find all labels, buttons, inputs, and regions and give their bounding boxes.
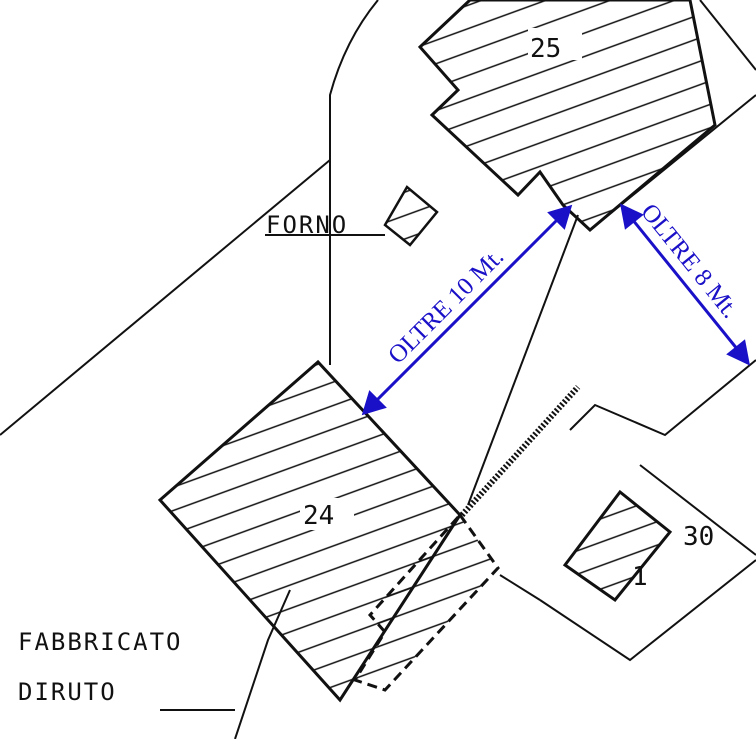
forno-building [383, 185, 439, 247]
boundary-line [0, 159, 331, 436]
wall [459, 384, 581, 518]
building-30 [562, 489, 673, 603]
arrowhead [361, 390, 387, 416]
boundary-line [569, 359, 756, 437]
arrowhead [619, 203, 644, 230]
dimension-label-8m: OLTRE 8 Mt. [635, 199, 743, 324]
parcel-25-label: 25 [530, 34, 561, 64]
parcel-30-label: 30 [683, 522, 714, 552]
boundary-line [467, 214, 579, 506]
diruto-label: DIRUTO [18, 678, 117, 706]
boundary-line [499, 574, 541, 601]
forno-label: FORNO [266, 211, 348, 239]
building-25 [417, 0, 717, 232]
dimension-arrow-10m [370, 213, 564, 407]
arrowhead [726, 339, 751, 366]
building-24-ruin [352, 512, 500, 692]
boundary-line [639, 464, 756, 556]
arrowhead [547, 204, 573, 230]
parcel-24-label: 24 [303, 501, 334, 531]
dimension-label-10m: OLTRE 10 Mt. [383, 243, 509, 369]
boundary-line [329, 0, 379, 365]
boundary-line [539, 559, 756, 662]
fabbricato-label: FABBRICATO [18, 628, 183, 656]
boundary-line [699, 0, 756, 71]
dimension-arrow-8m [626, 213, 744, 356]
parcel-30-sub-label: 1 [632, 562, 648, 592]
